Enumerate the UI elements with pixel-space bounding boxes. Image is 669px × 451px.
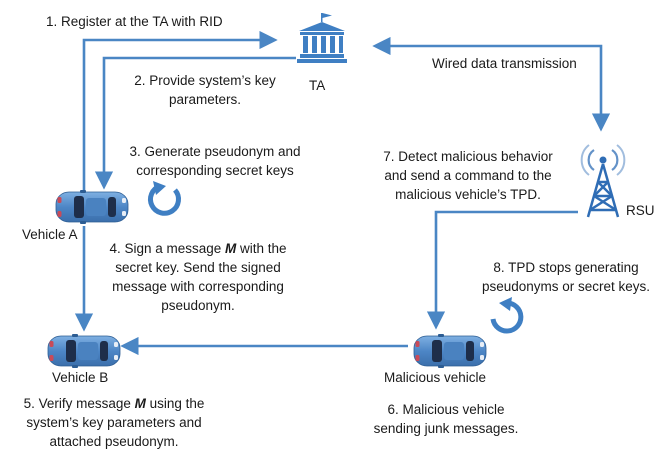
step-5-label: 5. Verify message M using the system’s k… — [4, 394, 224, 451]
step-4-line-3: message with corresponding — [112, 279, 284, 294]
step-3-line-2: corresponding secret keys — [136, 163, 294, 178]
step-7-line-2: and send a command to the — [384, 168, 552, 183]
malicious-vehicle-icon — [413, 333, 487, 369]
step-4-line-2: secret key. Send the signed — [115, 260, 281, 275]
vehicle-a-label: Vehicle A — [22, 227, 78, 242]
step-6-line-2: sending junk messages. — [373, 421, 519, 436]
step-4-line-4: pseudonym. — [161, 298, 235, 313]
step-4-line-1: 4. Sign a message M with the — [92, 239, 304, 258]
step-7-label: 7. Detect malicious behavior and send a … — [370, 147, 566, 204]
step-8-label: 8. TPD stops generating pseudonyms or se… — [466, 258, 666, 296]
step-6-line-1: 6. Malicious vehicle — [387, 402, 505, 417]
loop-icon-vehicle-a — [148, 181, 181, 216]
step-5-variable: M — [134, 396, 146, 411]
ta-label: TA — [309, 78, 326, 93]
step-8-line-1: 8. TPD stops generating — [493, 260, 639, 275]
step-4-variable: M — [225, 241, 237, 256]
arrow-wired-transmission — [372, 36, 611, 132]
step-8-line-2: pseudonyms or secret keys. — [481, 279, 651, 294]
loop-icon-malicious-vehicle — [490, 297, 524, 334]
step-2-label: 2. Provide system’s key parameters. — [120, 71, 290, 109]
malicious-vehicle-label: Malicious vehicle — [384, 370, 487, 385]
step-7-line-3: malicious vehicle’s TPD. — [395, 187, 541, 202]
step-4-text: 4. Sign a message — [109, 241, 226, 256]
step-5-line-3: attached pseudonym. — [49, 434, 179, 449]
arrow-register — [82, 30, 278, 190]
step-5-text-end: using the — [145, 396, 205, 411]
step-3-label: 3. Generate pseudonym and corresponding … — [122, 142, 308, 180]
rsu-label: RSU — [626, 203, 655, 218]
step-1-label: 1. Register at the TA with RID — [46, 14, 223, 29]
ta-building-icon — [297, 13, 347, 63]
step-7-line-1: 7. Detect malicious behavior — [383, 149, 553, 164]
step-5-line-2: system’s key parameters and — [26, 415, 202, 430]
arrow-provide-params — [94, 56, 296, 190]
step-4-text-end: with the — [236, 241, 287, 256]
wired-transmission-label: Wired data transmission — [432, 56, 577, 71]
step-5-line-1: 5. Verify message M using the — [4, 394, 224, 413]
step-2-line-1: 2. Provide system’s key — [134, 73, 276, 88]
step-6-label: 6. Malicious vehicle sending junk messag… — [356, 400, 536, 438]
vehicle-b-label: Vehicle B — [52, 370, 109, 385]
vehicle-b-icon — [47, 333, 121, 369]
radio-tower-icon — [580, 144, 626, 218]
step-4-label: 4. Sign a message M with the secret key.… — [92, 239, 304, 315]
step-5-text: 5. Verify message — [23, 396, 135, 411]
arrow-rsu-to-malicious — [426, 210, 578, 330]
step-3-line-1: 3. Generate pseudonym and — [129, 144, 301, 159]
step-2-line-2: parameters. — [168, 92, 242, 107]
vehicle-a-icon — [55, 189, 129, 225]
